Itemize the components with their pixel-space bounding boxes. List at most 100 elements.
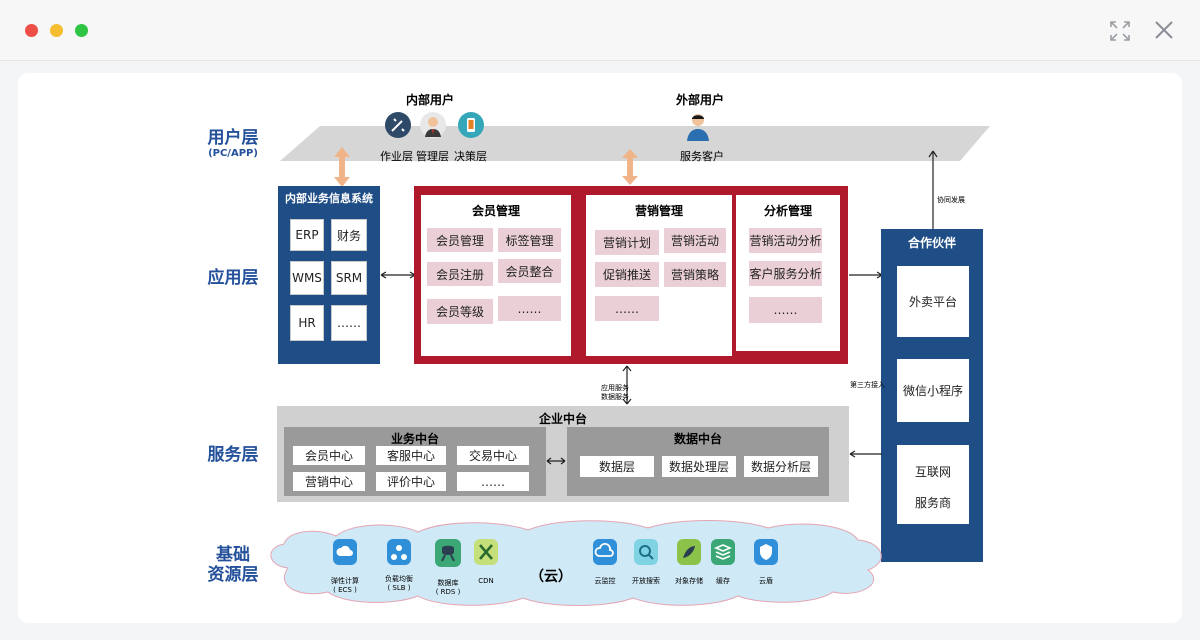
manager-user-icon	[420, 112, 446, 138]
cloud-monitor-icon	[593, 539, 617, 565]
diagram-canvas: 用户层 (PC/APP) 应用层 服务层 基础资源层 内部用户 外部用户	[18, 73, 1182, 623]
minimize-window-button[interactable]	[50, 24, 63, 37]
business-item: 会员中心	[293, 446, 365, 465]
enterprise-platform-panel: 企业中台 业务中台 会员中心 客服中心 交易中心 营销中心 评价中心 …… 数据…	[277, 406, 849, 502]
data-platform-panel: 数据中台 数据层 数据处理层 数据分析层	[567, 427, 829, 496]
member-management-title: 会员管理	[471, 204, 520, 218]
partner-item: 外卖平台	[897, 266, 969, 337]
enterprise-platform-title: 企业中台	[538, 412, 587, 426]
decision-user-icon	[458, 112, 484, 138]
business-platform-panel: 业务中台 会员中心 客服中心 交易中心 营销中心 评价中心 ……	[284, 427, 546, 496]
open-search-icon	[634, 539, 658, 565]
data-item: 数据分析层	[744, 456, 818, 477]
internal-users-arrow	[334, 147, 350, 187]
cloud-service-storage: 对象存储	[666, 539, 712, 586]
user-layer-plane	[280, 126, 990, 161]
internal-system-item: 财务	[331, 219, 367, 251]
close-window-button[interactable]	[25, 24, 38, 37]
member-item: 会员等级	[427, 299, 493, 324]
business-item: 交易中心	[457, 446, 529, 465]
data-platform-title: 数据中台	[673, 432, 722, 446]
internal-system-panel: 内部业务信息系统 ERP 财务 WMS SRM HR ……	[278, 186, 380, 364]
internal-to-app-arrow	[380, 271, 416, 279]
cloud-service-ecs: 弹性计算 ( ECS )	[320, 539, 370, 595]
cdn-icon	[474, 539, 498, 565]
data-service-annotation: 数据服务	[601, 393, 629, 401]
cloud-shield-icon	[754, 539, 778, 565]
layer-label-app: 应用层	[207, 268, 259, 288]
app-to-service-arrow	[622, 365, 632, 405]
cloud-service-shield: 云盾	[751, 539, 781, 586]
member-item: 会员注册	[427, 262, 493, 286]
cloud-service-cdn: CDN	[461, 539, 511, 586]
marketing-item: 营销活动	[664, 228, 726, 253]
layer-label-user-sub: (PC/APP)	[208, 148, 258, 159]
member-item: 会员管理	[427, 228, 493, 252]
partner-item: 微信小程序	[897, 359, 969, 422]
cloud-service-rds: 数据库 ( RDS )	[423, 539, 473, 597]
partners-panel: 合作伙伴 外卖平台 微信小程序 互联网 服务商	[881, 229, 983, 562]
external-users-title: 外部用户	[676, 93, 725, 107]
operations-user-icon	[385, 112, 411, 138]
data-item: 数据处理层	[662, 456, 736, 477]
fullscreen-icon[interactable]	[1108, 19, 1132, 43]
internal-users-title: 内部用户	[406, 93, 455, 107]
partner-item-internet: 互联网 服务商	[897, 445, 969, 524]
title-bar	[0, 0, 1200, 61]
maximize-window-button[interactable]	[75, 24, 88, 37]
cloud-center-label: （云）	[530, 569, 572, 585]
internal-user-label-0: 作业层	[380, 150, 413, 163]
layer-label-user: 用户层 (PC/APP)	[198, 128, 268, 160]
business-data-arrow	[546, 457, 566, 465]
internal-system-item: ERP	[290, 219, 324, 251]
object-storage-icon	[677, 539, 701, 565]
member-management-panel: 会员管理 会员管理 标签管理 会员注册 会员整合 会员等级 ……	[421, 195, 571, 356]
customer-user-icon	[687, 114, 709, 141]
database-icon	[435, 539, 461, 567]
cache-icon	[711, 539, 735, 565]
layer-label-service: 服务层	[207, 445, 259, 465]
marketing-item: 营销策略	[664, 262, 726, 287]
elastic-compute-icon	[333, 539, 357, 565]
member-item: ……	[498, 296, 561, 321]
cloud-service-cache: 缓存	[708, 539, 738, 586]
analysis-item: 客户服务分析	[749, 261, 822, 286]
app-service-annotation: 应用服务	[601, 384, 629, 392]
internal-system-title: 内部业务信息系统	[285, 192, 373, 205]
cloud-service-slb: 负载均衡 ( SLB )	[374, 539, 424, 593]
analysis-management-panel: 分析管理 营销活动分析 客户服务分析 ……	[736, 195, 840, 351]
analysis-item: ……	[749, 297, 822, 323]
partners-title: 合作伙伴	[907, 236, 956, 250]
app-to-partner-arrow	[849, 271, 883, 279]
marketing-management-title: 营销管理	[634, 204, 683, 218]
internal-system-item: ……	[331, 305, 367, 341]
layer-label-infra: 基础资源层	[207, 545, 259, 585]
business-item: 营销中心	[293, 472, 365, 491]
partner-to-service-arrow	[849, 450, 882, 458]
internal-system-item: SRM	[331, 261, 367, 295]
load-balancer-icon	[387, 539, 411, 565]
marketing-management-panel: 营销管理 营销计划 营销活动 促销推送 营销策略 ……	[586, 195, 732, 356]
member-item: 会员整合	[498, 259, 561, 283]
cloud-service-monitor: 云监控	[585, 539, 625, 586]
internal-user-label-2: 决策层	[454, 150, 487, 163]
coop-arrow	[928, 150, 938, 229]
business-item: ……	[457, 472, 529, 491]
application-panel: 会员管理 会员管理 标签管理 会员注册 会员整合 会员等级 …… 营销管理 营销…	[414, 186, 848, 364]
business-item: 客服中心	[376, 446, 446, 465]
member-item: 标签管理	[498, 228, 561, 252]
internal-system-item: HR	[290, 305, 324, 341]
external-users-arrow	[622, 149, 638, 185]
data-item: 数据层	[580, 456, 654, 477]
close-icon[interactable]	[1153, 19, 1175, 41]
marketing-item: ……	[595, 296, 659, 321]
cloud-service-search: 开放搜索	[623, 539, 669, 586]
business-item: 评价中心	[376, 472, 446, 491]
analysis-management-title: 分析管理	[763, 204, 812, 218]
marketing-item: 营销计划	[595, 230, 659, 255]
marketing-item: 促销推送	[595, 262, 659, 287]
internal-system-item: WMS	[290, 261, 324, 295]
internal-user-label-1: 管理层	[416, 150, 449, 163]
external-user-label: 服务客户	[680, 150, 724, 163]
